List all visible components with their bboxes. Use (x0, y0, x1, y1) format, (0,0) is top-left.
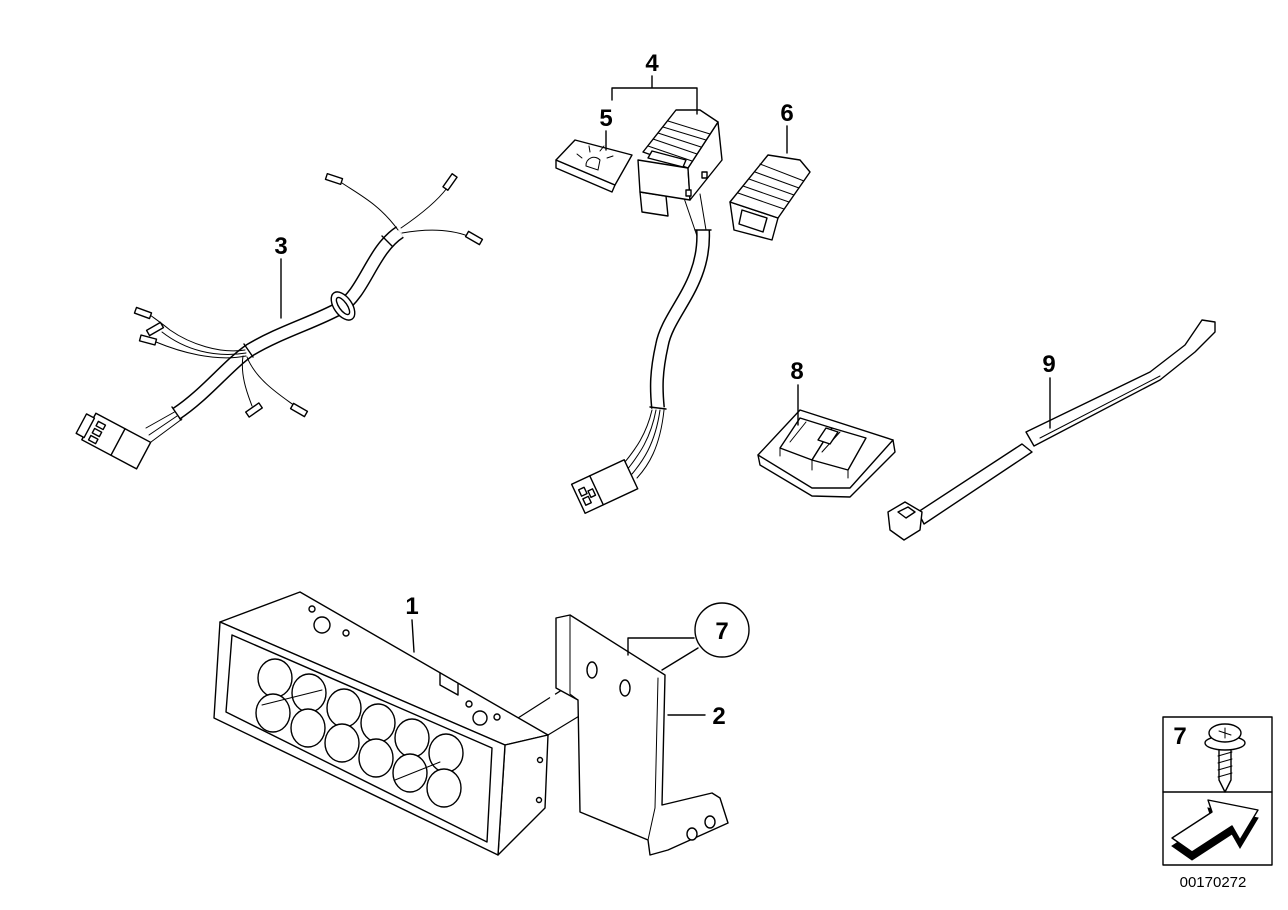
legend-box: 7 (1162, 716, 1273, 866)
callout-2: 2 (712, 703, 725, 730)
harness-connector (75, 412, 152, 470)
switch-cable-bands (649, 229, 712, 410)
diagram-number: 00170272 (1180, 874, 1247, 891)
callout-7: 7 (715, 618, 728, 645)
callout-3: 3 (274, 233, 287, 260)
callout-9: 9 (1042, 351, 1055, 378)
switch-cap-icon (729, 154, 811, 241)
switch-connector-wires (621, 409, 665, 479)
cable-holder-icon (757, 409, 896, 498)
cable-tie-icon (887, 319, 1216, 541)
box-holes (308, 605, 544, 804)
harness-branch-wires (149, 182, 469, 407)
callout-8: 8 (790, 358, 803, 385)
legend-item-number: 7 (1173, 723, 1186, 750)
switch-connector (570, 459, 639, 514)
light-unit-icon (213, 591, 549, 856)
box-notch (439, 672, 459, 696)
lamp-symbol-icon (576, 145, 614, 171)
wiring-harness-icon (75, 172, 484, 470)
arrow-icon (1171, 799, 1259, 861)
cable-tie-head (887, 501, 923, 541)
screw-icon (1204, 723, 1246, 793)
callout-6: 6 (780, 100, 793, 127)
cover-plate-icon (555, 139, 633, 193)
lamp-lenses (255, 658, 464, 808)
harness-grommet (330, 291, 356, 321)
harness-terminals (133, 172, 484, 418)
callout-7-circle (694, 602, 750, 658)
switch-with-cable-icon (570, 109, 723, 514)
harness-sheath (172, 227, 404, 419)
mounting-bracket-icon (555, 614, 729, 856)
harness-connector-wires (145, 409, 183, 443)
harness-bands (171, 235, 393, 421)
callout-4: 4 (645, 50, 659, 77)
callout-5: 5 (599, 105, 612, 132)
switch-body (637, 109, 723, 217)
leader-lines (280, 75, 1051, 716)
switch-cable (651, 229, 709, 409)
callout-1: 1 (405, 593, 418, 620)
